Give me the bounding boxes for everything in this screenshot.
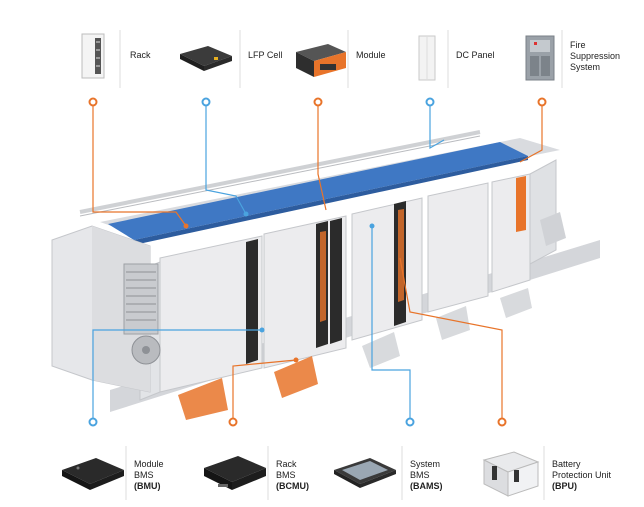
module-label: Module (356, 50, 386, 60)
container-illustration (51, 130, 600, 420)
bams-label: System BMS (BAMS) (410, 459, 443, 491)
fire-suppression-icon (525, 35, 555, 81)
bcmu-label: Rack BMS (BCMU) (276, 459, 309, 491)
bpu-label: Battery Protection Unit (BPU) (552, 459, 612, 491)
leader-lines (92, 102, 543, 420)
bmu-icon (62, 458, 124, 490)
lfp-cell-icon (180, 46, 232, 71)
bpu-icon (482, 451, 540, 497)
bmu-label: Module BMS (BMU) (134, 459, 164, 491)
rack-icon (81, 33, 105, 79)
module-icon (296, 44, 346, 77)
dc-panel-label: DC Panel (456, 50, 495, 60)
dc-panel-icon (418, 35, 436, 81)
lfp-cell-label: LFP Cell (248, 50, 283, 60)
bcmu-icon (204, 456, 266, 490)
markers (88, 97, 547, 427)
bams-icon (334, 458, 396, 488)
container-roof (108, 142, 528, 240)
fire-suppression-label: Fire Suppression System (570, 40, 621, 72)
rack-label: Rack (130, 50, 151, 60)
